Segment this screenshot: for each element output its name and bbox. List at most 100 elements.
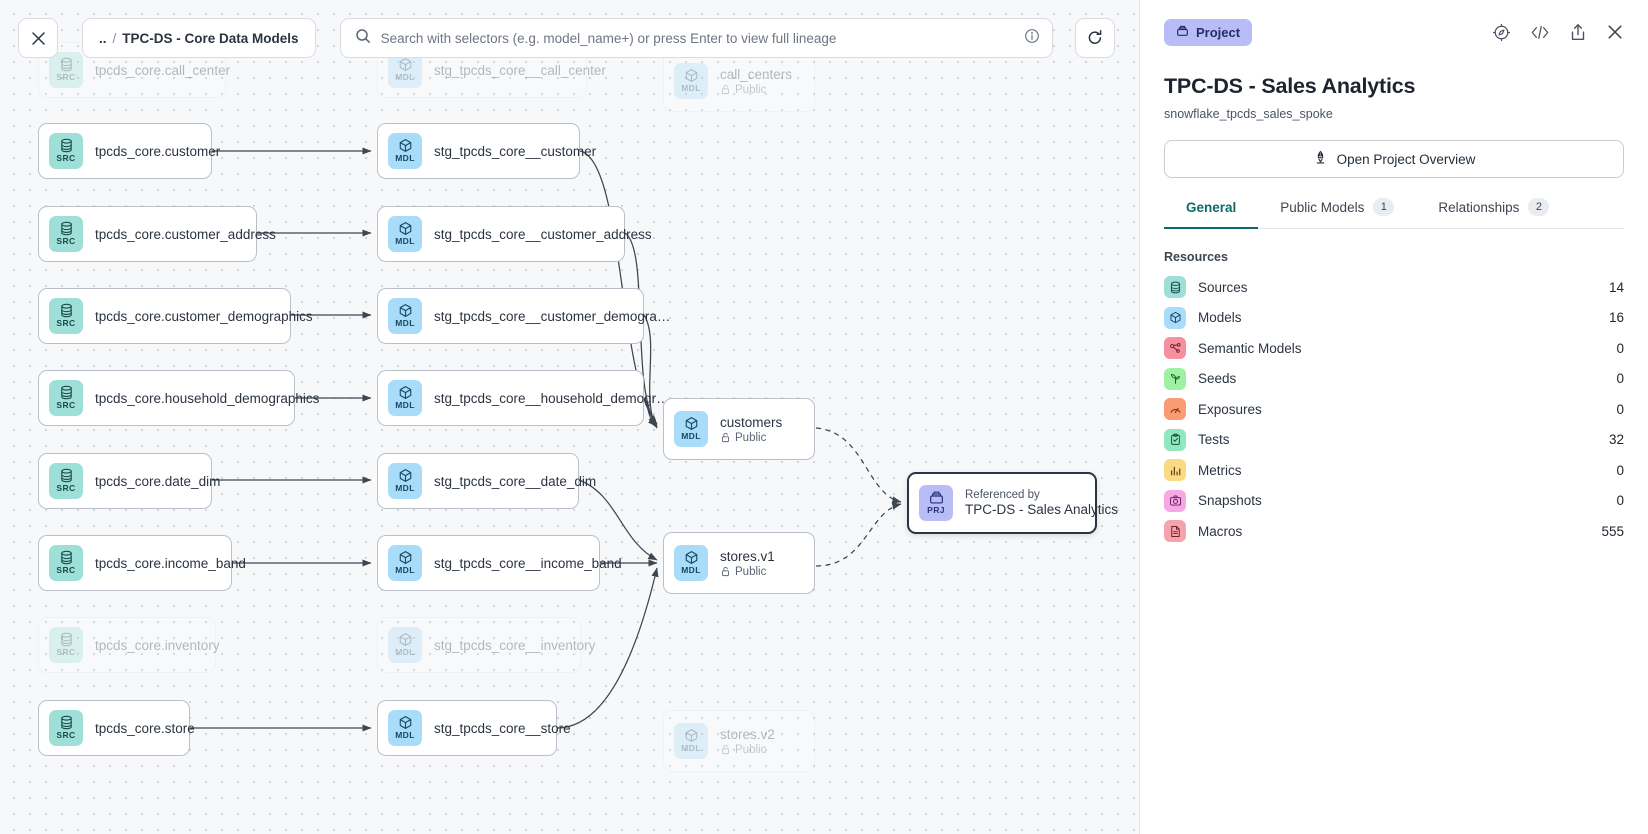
graph-node-src_customer[interactable]: SRC tpcds_core.customer	[38, 123, 220, 179]
resource-count: 0	[1616, 340, 1624, 356]
refresh-button[interactable]	[1075, 18, 1115, 58]
lineage-canvas[interactable]: .. / TPC-DS - Core Data Models	[0, 0, 1139, 834]
pill-label: Project	[1196, 24, 1241, 40]
compass-icon[interactable]	[1492, 23, 1511, 42]
graph-node-mdl_stores_v1[interactable]: MDL stores.v1 Public	[663, 532, 815, 594]
graph-node-label: stg_tpcds_core__store	[434, 720, 571, 736]
database-icon: SRC	[49, 298, 83, 334]
resource-count: 32	[1608, 432, 1624, 448]
graph-node-mdl_stg_income_band[interactable]: MDL stg_tpcds_core__income_band	[377, 535, 622, 591]
graph-node-src_customer_address[interactable]: SRC tpcds_core.customer_address	[38, 206, 276, 262]
resource-row-exposures[interactable]: Exposures 0	[1164, 394, 1624, 425]
close-icon[interactable]	[1606, 23, 1624, 41]
graph-node-mdl_stg_inventory: MDL stg_tpcds_core__inventory	[377, 617, 595, 673]
search-input[interactable]	[380, 30, 1014, 46]
resource-row-macros[interactable]: Macros 555	[1164, 516, 1624, 547]
database-icon: SRC	[49, 627, 83, 663]
close-lineage-button[interactable]	[18, 18, 58, 58]
graph-node-label: tpcds_core.store	[95, 720, 195, 736]
resource-row-semantic-models[interactable]: Semantic Models 0	[1164, 333, 1624, 364]
graph-node-label: tpcds_core.household_demographics	[95, 390, 320, 406]
resource-count: 0	[1616, 493, 1624, 509]
search-bar[interactable]	[339, 18, 1053, 58]
graph-node-label: stg_tpcds_core__inventory	[434, 637, 596, 653]
code-icon[interactable]	[1530, 24, 1550, 41]
graph-node-label: stg_tpcds_core__call_center	[434, 62, 606, 78]
graph-node-label: stg_tpcds_core__customer	[434, 143, 597, 159]
database-icon: SRC	[49, 380, 83, 416]
graph-node-src_date_dim[interactable]: SRC tpcds_core.date_dim	[38, 453, 220, 509]
resource-row-sources[interactable]: Sources 14	[1164, 272, 1624, 303]
graph-node-src_household_demographics[interactable]: SRC tpcds_core.household_demographics	[38, 370, 319, 426]
sprout-icon	[1164, 367, 1186, 390]
share-icon[interactable]	[1569, 23, 1587, 42]
graph-node-src_customer_demographics[interactable]: SRC tpcds_core.customer_demographics	[38, 288, 313, 344]
cube-icon: MDL	[388, 545, 422, 581]
graph-node-mdl_stg_customer_demographics[interactable]: MDL stg_tpcds_core__customer_demogra…	[377, 288, 670, 344]
graph-node-label: stores.v2	[720, 726, 775, 742]
cube-icon: MDL	[674, 723, 708, 759]
graph-node-mdl_stg_household_demographics[interactable]: MDL stg_tpcds_core__household_demogr…	[377, 370, 670, 426]
panel-header: Project	[1164, 16, 1624, 48]
resource-label: Tests	[1198, 432, 1230, 448]
page-subtitle: snowflake_tpcds_sales_spoke	[1164, 107, 1333, 121]
resource-label: Semantic Models	[1198, 340, 1302, 356]
graph-node-src_store[interactable]: SRC tpcds_core.store	[38, 700, 195, 756]
resource-row-models[interactable]: Models 16	[1164, 303, 1624, 334]
cube-icon: MDL	[388, 298, 422, 334]
graph-node-label: stores.v1	[720, 548, 775, 564]
tab-general[interactable]: General	[1164, 198, 1259, 229]
open-project-overview-label: Open Project Overview	[1336, 151, 1476, 167]
graph-node-mdl_stg_customer[interactable]: MDL stg_tpcds_core__customer	[377, 123, 596, 179]
project-icon: PRJ	[919, 485, 953, 521]
graph-node-src_inventory: SRC tpcds_core.inventory	[38, 617, 220, 673]
graph-node-label: customers	[720, 414, 783, 430]
graph-node-src_income_band[interactable]: SRC tpcds_core.income_band	[38, 535, 246, 591]
info-icon[interactable]	[1024, 28, 1040, 49]
cube-icon: MDL	[674, 545, 708, 581]
bar-chart-icon	[1164, 459, 1186, 482]
resource-row-seeds[interactable]: Seeds 0	[1164, 364, 1624, 395]
resource-count: 0	[1616, 401, 1624, 417]
project-icon	[1176, 24, 1189, 40]
graph-node-label: call_centers	[720, 66, 793, 82]
rocket-icon	[1313, 150, 1328, 168]
cube-icon: MDL	[388, 627, 422, 663]
graph-node-label: tpcds_core.call_center	[95, 62, 231, 78]
resource-label: Macros	[1198, 523, 1243, 539]
open-project-overview-button[interactable]: Open Project Overview	[1164, 140, 1624, 178]
resource-count: 555	[1601, 523, 1624, 539]
resource-count: 16	[1608, 310, 1624, 326]
graph-node-prj_referenced_by[interactable]: PRJ Referenced by TPC-DS - Sales Analyti…	[907, 472, 1118, 534]
database-icon: SRC	[49, 463, 83, 499]
graph-node-label: stg_tpcds_core__date_dim	[434, 473, 597, 489]
graph-node-mdl_stg_date_dim[interactable]: MDL stg_tpcds_core__date_dim	[377, 453, 596, 509]
cube-icon: MDL	[674, 411, 708, 447]
graph-node-label: tpcds_core.customer_address	[95, 226, 276, 242]
graph-node-label: tpcds_core.date_dim	[95, 473, 221, 489]
resource-count: 0	[1616, 371, 1624, 387]
graph-node-mdl_customers[interactable]: MDL customers Public	[663, 398, 815, 460]
resources-heading: Resources	[1164, 250, 1228, 264]
graph-node-mdl_stg_store[interactable]: MDL stg_tpcds_core__store	[377, 700, 571, 756]
cube-icon: MDL	[674, 63, 708, 99]
graph-node-visibility: Public	[720, 744, 775, 756]
cube-icon: MDL	[388, 710, 422, 746]
search-icon	[355, 28, 371, 49]
tab-count-badge: 1	[1373, 198, 1395, 216]
graph-node-mdl_stg_customer_address[interactable]: MDL stg_tpcds_core__customer_address	[377, 206, 652, 262]
graph-node-visibility: Public	[720, 566, 775, 578]
graph-node-icon	[1164, 337, 1186, 360]
graph-node-visibility: Public	[720, 84, 792, 96]
resource-row-tests[interactable]: Tests 32	[1164, 425, 1624, 456]
graph-node-label: tpcds_core.income_band	[95, 555, 246, 571]
resource-label: Seeds	[1198, 371, 1237, 387]
resource-row-snapshots[interactable]: Snapshots 0	[1164, 486, 1624, 517]
gauge-icon	[1164, 398, 1186, 421]
breadcrumb[interactable]: .. / TPC-DS - Core Data Models	[82, 18, 316, 58]
graph-node-mdl_stores_v2: MDL stores.v2 Public	[663, 710, 815, 772]
resource-row-metrics[interactable]: Metrics 0	[1164, 455, 1624, 486]
graph-node-label: tpcds_core.customer_demographics	[95, 308, 313, 324]
